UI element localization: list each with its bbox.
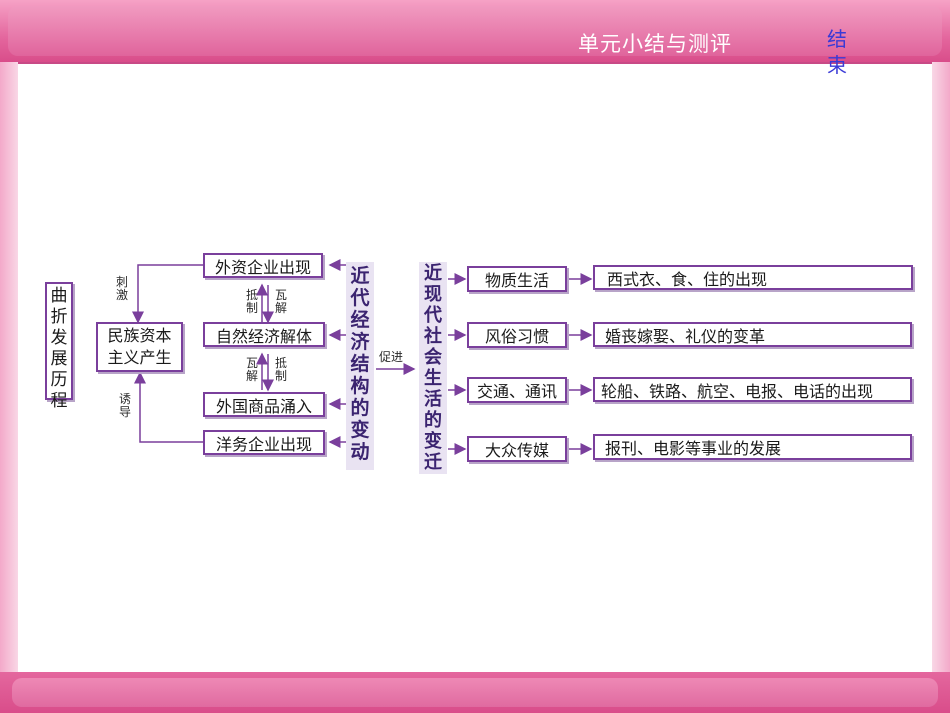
detail-etiquette-reform: 婚丧嫁娶、礼仪的变革: [593, 322, 912, 347]
economy-item-foreign-goods: 外国商品涌入: [203, 392, 325, 417]
footer-bar: [0, 672, 950, 713]
left-border: [0, 62, 18, 672]
category-transport-communication: 交通、通讯: [467, 377, 567, 403]
detail-media-development: 报刊、电影等事业的发展: [593, 434, 912, 460]
development-box: 曲折发展历程: [45, 282, 73, 411]
resist-label-2: 抵制: [274, 356, 287, 383]
economy-item-foreign-enterprise: 外资企业出现: [203, 253, 323, 278]
detail-western-lifestyle: 西式衣、食、住的出现: [593, 265, 913, 290]
category-mass-media: 大众传媒: [467, 436, 567, 462]
page-title: 单元小结与测评: [578, 32, 732, 56]
category-material-life: 物质生活: [467, 266, 567, 292]
right-border: [932, 62, 950, 672]
economy-item-westernization-enterprise: 洋务企业出现: [203, 430, 325, 455]
promote-label: 促进: [379, 350, 404, 364]
induce-label: 诱导: [118, 392, 131, 419]
stimulate-label: 刺激: [115, 275, 128, 302]
capitalism-box: 民族资本主义产生: [96, 322, 183, 372]
resist-label-1: 抵制: [245, 288, 258, 315]
header-bar: [0, 0, 950, 64]
society-center: 近现代社会生活的变迁: [419, 262, 447, 474]
category-customs: 风俗习惯: [467, 322, 567, 348]
disintegrate-label-1: 瓦解: [274, 288, 287, 315]
end-button[interactable]: 结束: [827, 27, 847, 77]
economy-item-natural-economy: 自然经济解体: [203, 322, 325, 347]
detail-modern-transport: 轮船、铁路、航空、电报、电话的出现: [593, 377, 912, 402]
economy-center: 近代经济结构的变动: [346, 262, 374, 470]
disintegrate-label-2: 瓦解: [245, 356, 258, 383]
